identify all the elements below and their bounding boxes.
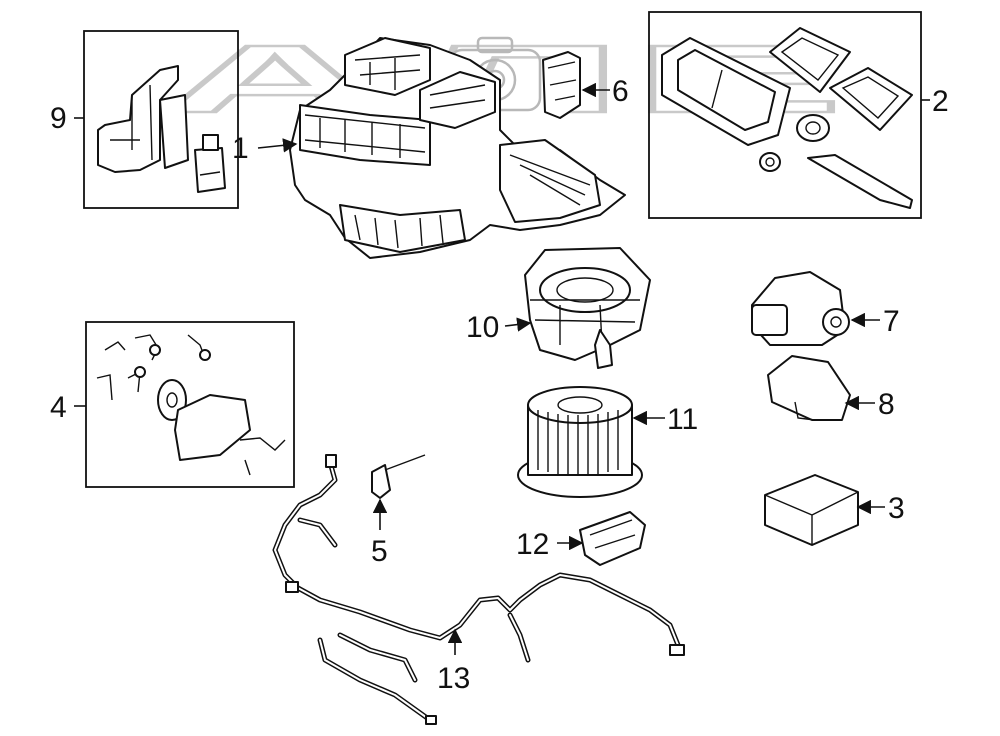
callout-13: 13 [437, 662, 470, 695]
part-7-actuator [751, 271, 850, 346]
callout-labels: 1 2 3 4 5 6 7 8 9 10 11 12 13 [50, 75, 949, 695]
callout-8: 8 [878, 388, 895, 421]
part-12-resistor [579, 511, 646, 566]
part-8-cover [767, 355, 851, 421]
part-2-group [648, 11, 922, 219]
part-13-wire-harness [272, 454, 685, 725]
part-11-blower-motor [517, 386, 643, 498]
part-5-sensor [371, 454, 426, 499]
part-3-filter [764, 474, 859, 546]
callout-9: 9 [50, 102, 67, 135]
part-10-blower-housing [524, 247, 651, 369]
part-1-hvac-housing [289, 37, 626, 259]
callout-6: 6 [612, 75, 629, 108]
part-4-group [85, 321, 295, 488]
callout-7: 7 [883, 305, 900, 338]
part-9-group [83, 30, 239, 209]
callout-1: 1 [232, 132, 249, 165]
callout-10: 10 [466, 311, 499, 344]
callout-4: 4 [50, 391, 67, 424]
part-6-connector [542, 51, 581, 119]
callout-3: 3 [888, 492, 905, 525]
callout-11: 11 [667, 403, 698, 436]
callout-5: 5 [371, 535, 388, 568]
callout-leaders [74, 82, 930, 655]
callout-12: 12 [516, 528, 549, 561]
callout-2: 2 [932, 85, 949, 118]
